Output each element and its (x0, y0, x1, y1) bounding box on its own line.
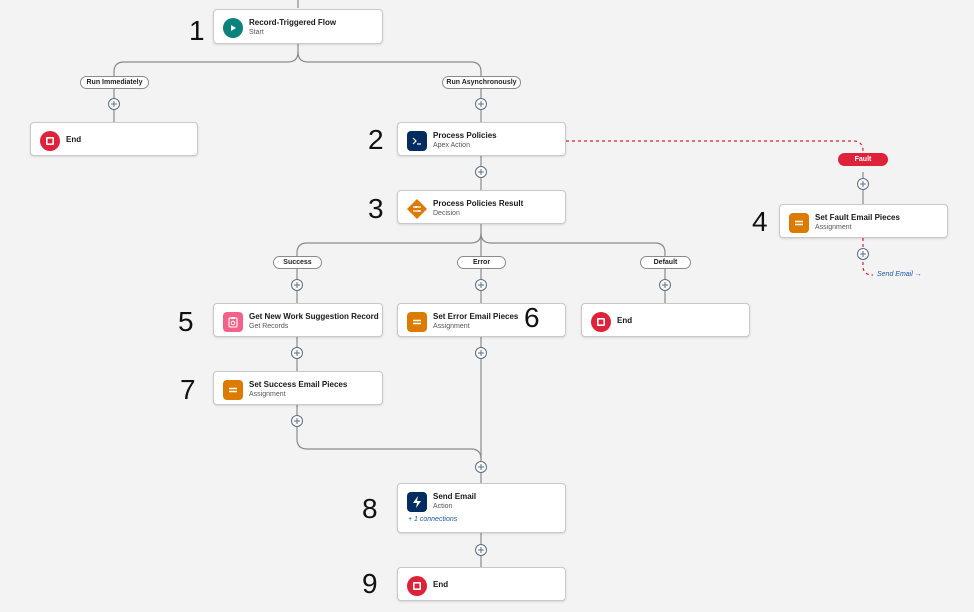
add-element-button[interactable] (857, 178, 869, 190)
node-title: Set Fault Email Pieces (815, 213, 900, 222)
add-element-button[interactable] (291, 415, 303, 427)
add-element-button[interactable] (475, 98, 487, 110)
step-number: 4 (752, 206, 768, 237)
node-title: Process Policies Result (433, 199, 524, 208)
node-title: Set Error Email Pieces (433, 312, 519, 321)
node-type: Assignment (815, 224, 852, 231)
end-node-immediate[interactable]: End (30, 122, 198, 156)
process-policies-result-node[interactable]: Process Policies Result Decision (397, 190, 566, 224)
get-new-work-suggestion-node[interactable]: Get New Work Suggestion Record Get Recor… (213, 303, 383, 337)
add-element-button[interactable] (291, 347, 303, 359)
plus-icon (860, 181, 866, 187)
process-policies-node[interactable]: Process Policies Apex Action (397, 122, 566, 156)
stop-icon (40, 131, 60, 151)
plus-icon (860, 251, 866, 257)
add-element-button[interactable] (475, 544, 487, 556)
step-number: 9 (362, 568, 378, 599)
add-element-button[interactable] (108, 98, 120, 110)
node-title: Get New Work Suggestion Record (249, 312, 379, 321)
node-title: End (66, 135, 82, 144)
assignment-icon (407, 312, 427, 332)
decision-icon (407, 199, 427, 219)
apex-action-icon (407, 131, 427, 151)
plus-icon (478, 169, 484, 175)
plus-icon (294, 418, 300, 424)
node-type: Action (433, 503, 453, 510)
branch-default[interactable]: Default (640, 256, 691, 269)
end-node-final[interactable]: End (397, 567, 566, 601)
plus-icon (111, 101, 117, 107)
node-title: Set Success Email Pieces (249, 380, 348, 389)
plus-icon (478, 464, 484, 470)
node-title: End (617, 316, 633, 325)
add-element-button[interactable] (475, 279, 487, 291)
plus-icon (294, 350, 300, 356)
play-icon (223, 18, 243, 38)
step-number: 6 (524, 302, 540, 333)
connections-link[interactable]: + 1 connections (408, 516, 458, 523)
node-type: Decision (433, 210, 460, 217)
branch-run-asynchronously[interactable]: Run Asynchronously (442, 76, 521, 89)
stop-icon (407, 576, 427, 596)
step-number: 5 (178, 306, 194, 337)
node-type: Get Records (249, 323, 289, 330)
node-type: Apex Action (433, 142, 470, 149)
plus-icon (478, 350, 484, 356)
set-success-email-pieces-node[interactable]: Set Success Email Pieces Assignment (213, 371, 383, 405)
node-type: Assignment (433, 323, 470, 330)
add-element-button[interactable] (475, 347, 487, 359)
node-title: Send Email (433, 492, 477, 501)
set-fault-email-pieces-node[interactable]: Set Fault Email Pieces Assignment (779, 204, 948, 238)
add-element-button[interactable] (291, 279, 303, 291)
assignment-icon (223, 380, 243, 400)
add-element-button[interactable] (857, 248, 869, 260)
branch-error[interactable]: Error (457, 256, 506, 269)
step-number: 7 (180, 374, 196, 405)
node-type: Assignment (249, 391, 286, 398)
add-element-button[interactable] (475, 461, 487, 473)
step-number: 3 (368, 193, 384, 224)
stop-icon (591, 312, 611, 332)
set-error-email-pieces-node[interactable]: Set Error Email Pieces Assignment (397, 303, 566, 337)
end-node-default[interactable]: End (581, 303, 750, 337)
branch-run-immediately[interactable]: Run Immediately (80, 76, 149, 89)
add-element-button[interactable] (659, 279, 671, 291)
add-element-button[interactable] (475, 166, 487, 178)
branch-fault[interactable]: Fault (838, 153, 888, 166)
plus-icon (662, 282, 668, 288)
node-title: End (433, 580, 449, 589)
node-title: Process Policies (433, 131, 497, 140)
step-number: 2 (368, 124, 384, 155)
send-email-node[interactable]: Send Email Action + 1 connections (397, 483, 566, 533)
plus-icon (294, 282, 300, 288)
branch-success[interactable]: Success (273, 256, 322, 269)
start-node[interactable]: Record-Triggered Flow Start (213, 9, 383, 44)
step-number: 1 (189, 15, 205, 46)
get-records-icon (223, 312, 243, 332)
lightning-icon (407, 492, 427, 512)
assignment-icon (789, 213, 809, 233)
node-type: Start (249, 29, 264, 36)
plus-icon (478, 282, 484, 288)
fault-go-to-link[interactable]: Send Email → (877, 271, 922, 278)
plus-icon (478, 547, 484, 553)
plus-icon (478, 101, 484, 107)
step-number: 8 (362, 493, 378, 524)
node-title: Record-Triggered Flow (249, 18, 337, 27)
